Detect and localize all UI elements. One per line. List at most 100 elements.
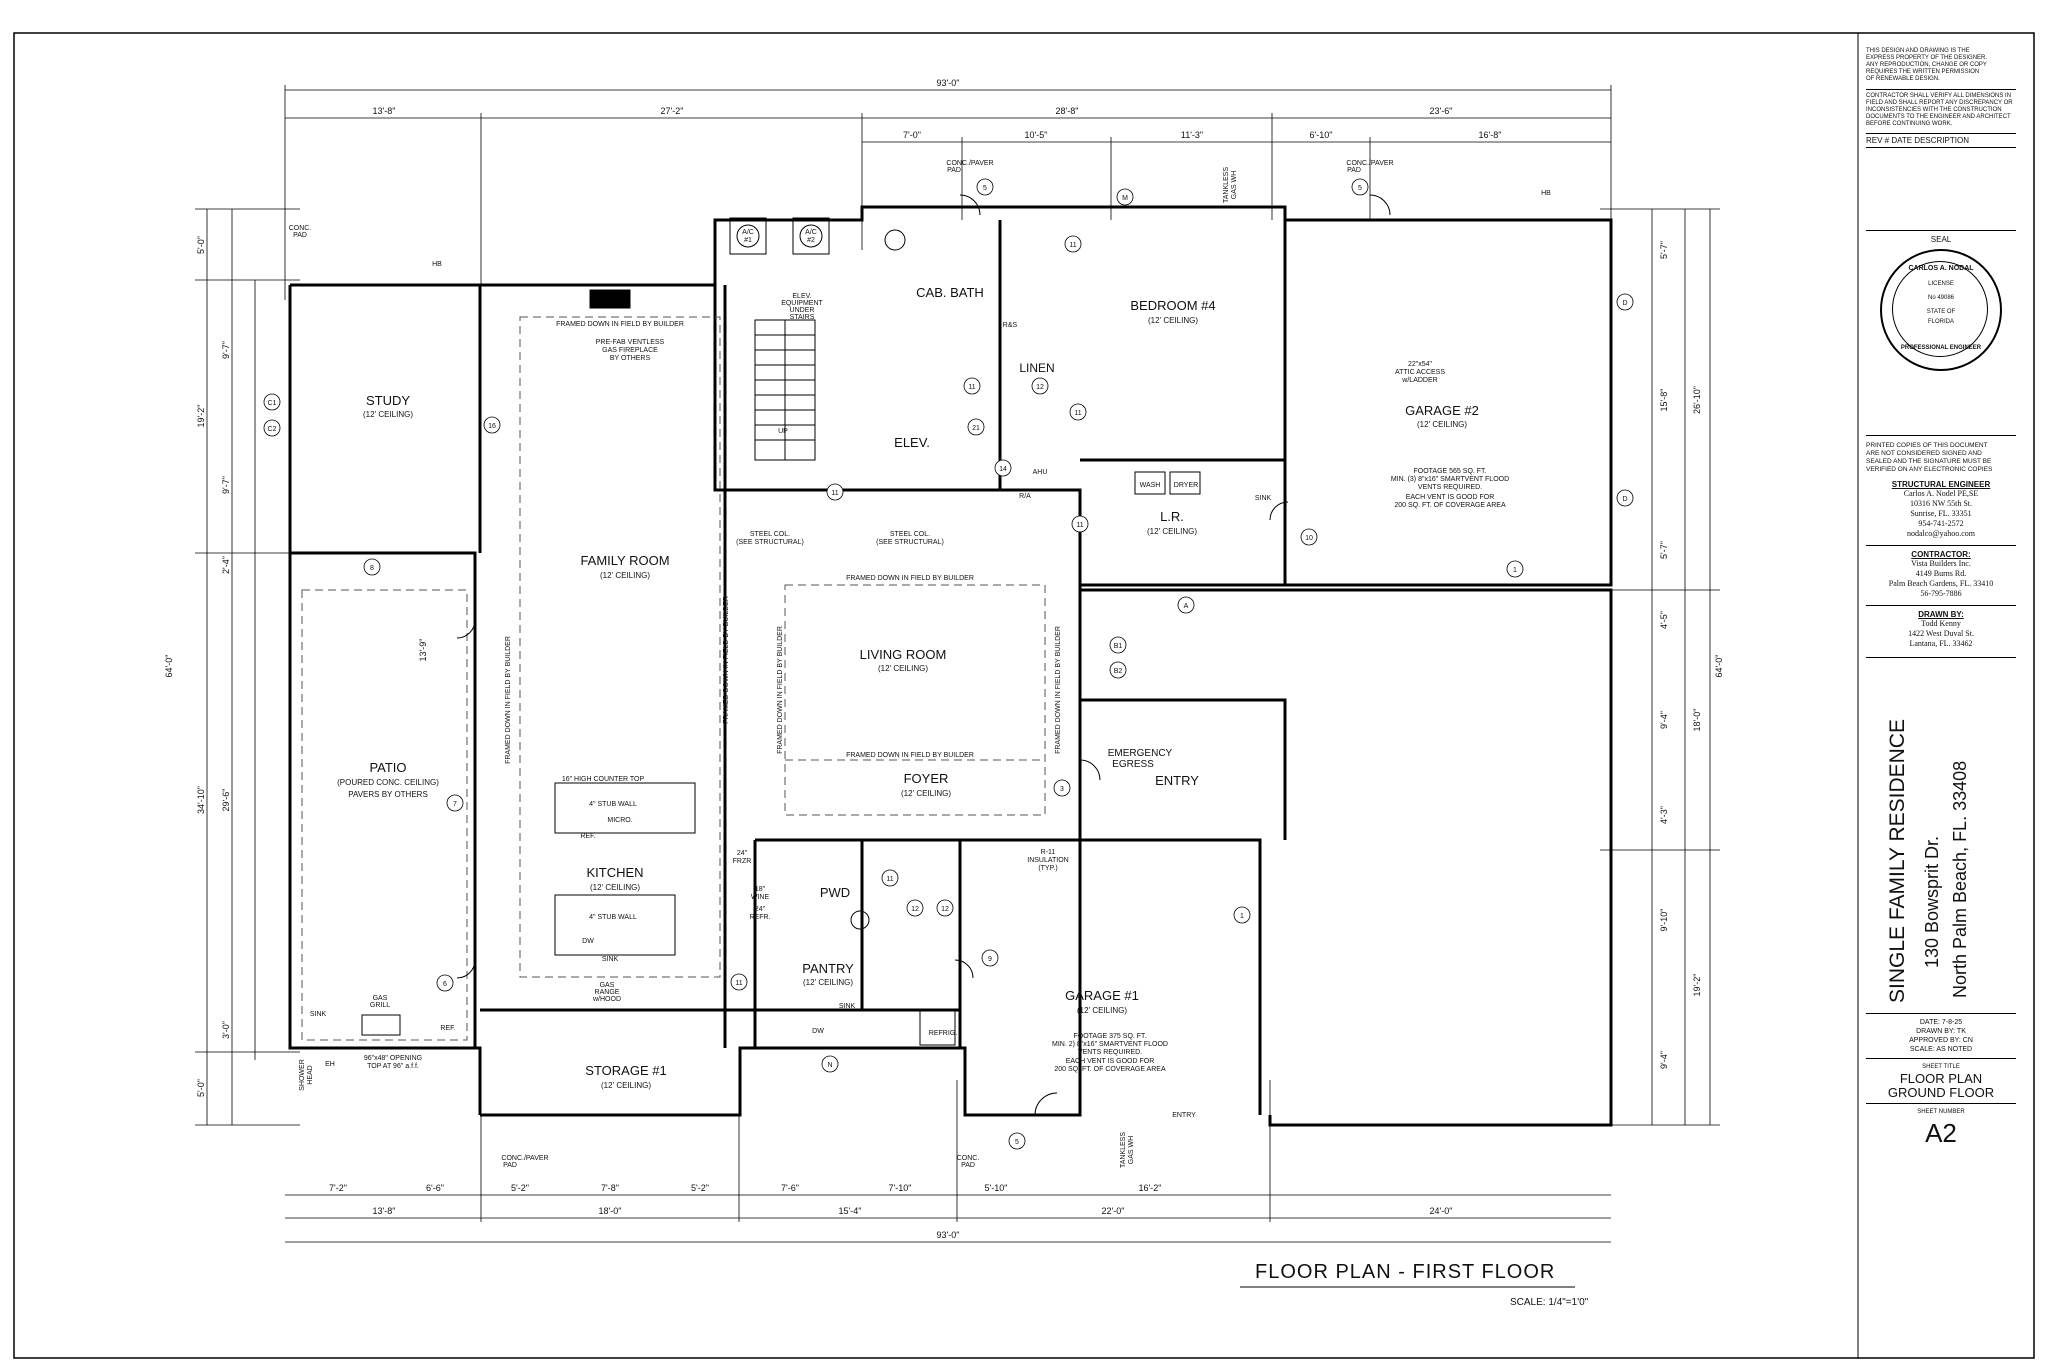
svg-text:(12' CEILING): (12' CEILING): [1148, 316, 1198, 325]
sheet-number-label: SHEET NUMBER: [1866, 1103, 2016, 1117]
dim-overall-bottom: 93'-0": [937, 1230, 960, 1240]
svg-text:#2: #2: [807, 237, 815, 244]
svg-text:6: 6: [443, 981, 447, 988]
svg-text:11: 11: [1069, 242, 1076, 249]
ac-unit-2: [792, 217, 830, 255]
revision-header: REV # DATE DESCRIPTION: [1866, 133, 2016, 148]
svg-text:11: 11: [1074, 410, 1081, 417]
svg-text:HEAD: HEAD: [307, 1065, 314, 1084]
room-living: LIVING ROOM: [860, 647, 947, 662]
room-bedroom4: BEDROOM #4: [1130, 298, 1215, 313]
drawing-title-block: FLOOR PLAN - FIRST FLOOR SCALE: 1/4"=1'0…: [1240, 1261, 1589, 1308]
svg-text:26'-10": 26'-10": [1692, 386, 1702, 414]
svg-text:VENTS REQUIRED.: VENTS REQUIRED.: [1418, 484, 1482, 491]
svg-text:FRZR: FRZR: [733, 858, 752, 865]
svg-text:MIN. 2) 8"x16" SMARTVENT FLOOD: MIN. 2) 8"x16" SMARTVENT FLOOD: [1052, 1041, 1168, 1048]
project-address-line1: 130 Bowsprit Dr.: [1922, 835, 1942, 968]
svg-text:N: N: [827, 1062, 832, 1069]
svg-text:3'-0": 3'-0": [221, 1021, 231, 1039]
svg-text:24": 24": [755, 906, 766, 913]
svg-text:D: D: [1622, 300, 1627, 307]
svg-text:CONC./PAVER: CONC./PAVER: [501, 1155, 548, 1162]
room-elev: ELEV.: [894, 435, 930, 450]
svg-text:5'-7": 5'-7": [1659, 541, 1669, 559]
svg-text:GAS WH: GAS WH: [1128, 1136, 1135, 1164]
svg-text:STAIRS: STAIRS: [790, 314, 815, 321]
svg-text:28'-8": 28'-8": [1056, 106, 1079, 116]
svg-text:13'-8": 13'-8": [373, 106, 396, 116]
svg-text:21: 21: [972, 425, 980, 432]
svg-text:A/C: A/C: [805, 229, 817, 236]
svg-text:7'-2": 7'-2": [329, 1183, 347, 1193]
sheet-title-label: SHEET TITLE: [1866, 1058, 2016, 1072]
dim-right-overall: 64'-0": [1714, 655, 1724, 678]
svg-text:(TYP.): (TYP.): [1038, 865, 1057, 872]
svg-text:1: 1: [1513, 567, 1517, 574]
svg-text:REF.: REF.: [440, 1025, 455, 1032]
stairs: [754, 319, 816, 461]
svg-text:DW: DW: [812, 1028, 824, 1035]
svg-text:GAS: GAS: [600, 982, 615, 989]
svg-text:10: 10: [1305, 535, 1313, 542]
structural-engineer-heading: STRUCTURAL ENGINEER: [1891, 480, 1991, 489]
room-labels: STUDY (12' CEILING) FAMILY ROOM (12' CEI…: [337, 285, 1479, 1090]
svg-text:200 SQ. FT. OF COVERAGE AREA: 200 SQ. FT. OF COVERAGE AREA: [1394, 502, 1506, 509]
svg-text:HB: HB: [1541, 190, 1551, 197]
svg-text:TOP AT 96" a.f.f.: TOP AT 96" a.f.f.: [367, 1063, 419, 1070]
svg-text:6'-10": 6'-10": [1310, 130, 1333, 140]
svg-text:CONC./PAVER: CONC./PAVER: [1346, 160, 1393, 167]
svg-text:200 SQ. FT. OF COVERAGE AREA: 200 SQ. FT. OF COVERAGE AREA: [1054, 1066, 1166, 1073]
svg-text:11: 11: [831, 490, 838, 497]
svg-text:INSULATION: INSULATION: [1027, 857, 1069, 864]
room-patio: PATIO: [369, 760, 406, 775]
svg-text:4" STUB WALL: 4" STUB WALL: [589, 801, 637, 808]
svg-text:24": 24": [737, 850, 748, 857]
svg-text:11: 11: [968, 384, 975, 391]
svg-text:A: A: [1184, 603, 1189, 610]
svg-text:18": 18": [755, 886, 766, 893]
svg-text:9'-7": 9'-7": [221, 341, 231, 359]
svg-text:(12' CEILING): (12' CEILING): [363, 410, 413, 419]
washer: [1134, 471, 1166, 495]
svg-text:PAD: PAD: [293, 232, 307, 239]
svg-text:R-11: R-11: [1041, 849, 1056, 856]
plan-notes: FRAMED DOWN IN FIELD BY BUILDER FRAMED D…: [289, 160, 1551, 1169]
ac-unit-1: [729, 217, 767, 255]
svg-text:SINK: SINK: [839, 1003, 856, 1010]
svg-text:ATTIC ACCESS: ATTIC ACCESS: [1395, 369, 1445, 376]
svg-text:(POURED CONC. CEILING): (POURED CONC. CEILING): [337, 778, 439, 787]
room-pwd: PWD: [820, 885, 850, 900]
svg-text:2'-4": 2'-4": [221, 556, 231, 574]
svg-text:B2: B2: [1114, 668, 1123, 675]
svg-text:7'-6": 7'-6": [781, 1183, 799, 1193]
room-garage1: GARAGE #1: [1065, 988, 1139, 1003]
engineer-seal: CARLOS A. NODAL LICENSE No 49086 STATE O…: [1880, 249, 2002, 371]
sheet-border: [13, 32, 2035, 1359]
svg-text:18'-0": 18'-0": [599, 1206, 622, 1216]
grill: [361, 1014, 401, 1036]
svg-text:MIN. (3) 8"x16" SMARTVENT FLOO: MIN. (3) 8"x16" SMARTVENT FLOOD: [1391, 476, 1509, 483]
dimension-text: 93'-0" 13'-8" 27'-2" 28'-8" 23'-6" 7'-0"…: [329, 78, 1501, 1240]
sheet-title: FLOOR PLAN GROUND FLOOR: [1887, 1071, 1995, 1100]
svg-text:9: 9: [988, 956, 992, 963]
svg-text:PAD: PAD: [503, 1162, 517, 1169]
svg-text:34'-10": 34'-10": [196, 786, 206, 814]
svg-text:9'-7": 9'-7": [221, 476, 231, 494]
svg-text:5'-2": 5'-2": [511, 1183, 529, 1193]
svg-text:REF.: REF.: [580, 833, 595, 840]
svg-text:B1: B1: [1114, 643, 1123, 650]
svg-text:R/A: R/A: [1019, 493, 1031, 500]
svg-text:A/C: A/C: [742, 229, 754, 236]
svg-text:STEEL COL.: STEEL COL.: [890, 531, 930, 538]
svg-text:11: 11: [1076, 522, 1083, 529]
svg-text:GRILL: GRILL: [370, 1002, 390, 1009]
svg-text:(12' CEILING): (12' CEILING): [901, 789, 951, 798]
svg-text:PAD: PAD: [1347, 167, 1361, 174]
svg-text:C1: C1: [268, 400, 277, 407]
svg-text:w/HOOD: w/HOOD: [592, 996, 621, 1003]
svg-text:18'-0": 18'-0": [1692, 709, 1702, 732]
svg-text:RANGE: RANGE: [595, 989, 620, 996]
fixtures: [361, 217, 1201, 1046]
svg-text:PAD: PAD: [961, 1162, 975, 1169]
svg-text:16'-8": 16'-8": [1479, 130, 1502, 140]
